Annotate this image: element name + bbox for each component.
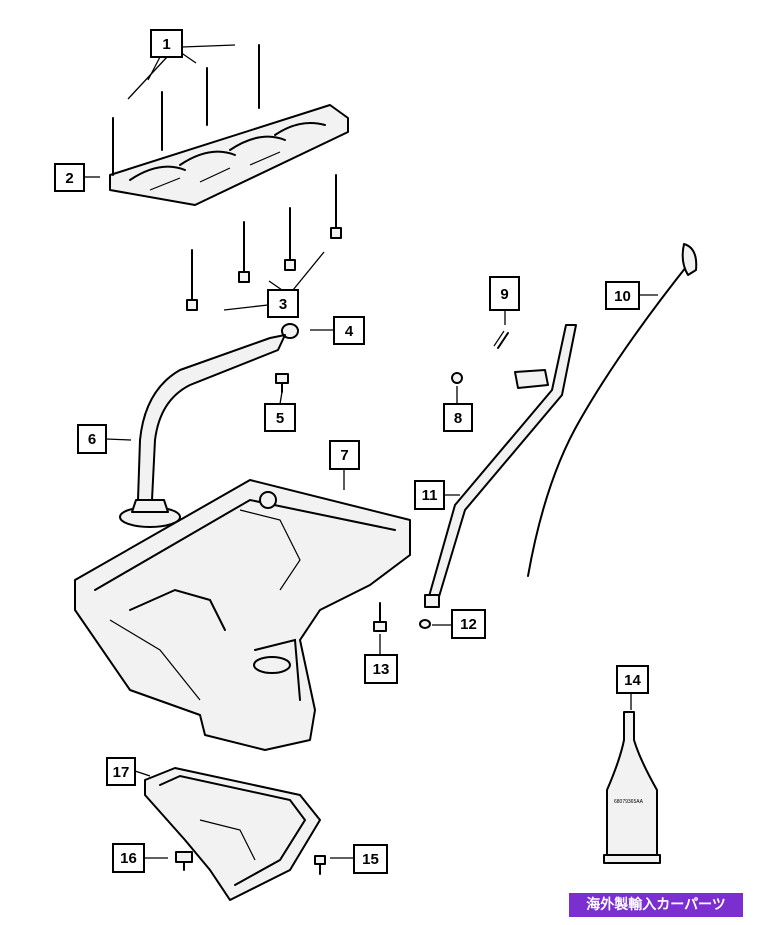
callout-2: 2 — [54, 163, 85, 192]
part-oil-pan-lower — [144, 767, 321, 901]
svg-text:6: 6 — [88, 431, 96, 448]
part-dipstick-tube — [424, 324, 577, 608]
part-dipstick — [527, 243, 698, 577]
part-bolt-5 — [275, 373, 289, 393]
part-bolt-15 — [314, 855, 326, 875]
callout-10: 10 — [605, 281, 640, 310]
callout-17: 17 — [106, 757, 136, 786]
svg-text:14: 14 — [624, 672, 641, 689]
svg-text:17: 17 — [113, 764, 130, 781]
tube-label: 68079365AA — [614, 799, 644, 805]
callout-13: 13 — [364, 654, 398, 684]
svg-text:10: 10 — [614, 288, 631, 305]
svg-text:4: 4 — [345, 323, 354, 340]
part-studs — [112, 44, 260, 176]
callout-11: 11 — [414, 480, 445, 510]
svg-text:3: 3 — [279, 296, 287, 313]
callout-6: 6 — [77, 424, 107, 454]
svg-text:11: 11 — [422, 487, 438, 504]
callout-8: 8 — [443, 403, 473, 432]
watermark-banner: 海外製輸入カーパーツ — [569, 893, 743, 917]
svg-text:15: 15 — [362, 851, 379, 868]
svg-text:8: 8 — [454, 410, 462, 427]
svg-text:2: 2 — [65, 170, 73, 187]
callout-7: 7 — [329, 440, 360, 470]
svg-text:5: 5 — [276, 410, 284, 427]
callout-3: 3 — [267, 289, 299, 318]
part-pickup-tube — [119, 334, 286, 528]
part-sealant-tube: 68079365AA — [603, 711, 661, 864]
svg-text:16: 16 — [120, 850, 137, 867]
part-stud-9 — [493, 330, 509, 349]
svg-text:7: 7 — [340, 447, 348, 464]
callout-14: 14 — [616, 665, 649, 694]
callout-16: 16 — [112, 843, 145, 873]
part-bolt-13 — [373, 602, 387, 632]
svg-text:12: 12 — [460, 616, 477, 633]
part-nut — [451, 372, 463, 384]
callout-15: 15 — [353, 844, 388, 874]
svg-text:9: 9 — [500, 286, 508, 303]
part-small-o-ring — [419, 619, 431, 629]
callout-12: 12 — [451, 609, 486, 639]
leader-lines — [84, 44, 658, 859]
svg-text:1: 1 — [162, 36, 170, 53]
part-bedplate — [109, 104, 349, 206]
svg-text:13: 13 — [373, 661, 390, 678]
part-o-ring — [281, 323, 299, 339]
part-bolts — [186, 174, 342, 311]
part-drain-plug — [175, 851, 193, 871]
callout-9: 9 — [489, 276, 520, 311]
callout-1: 1 — [150, 29, 183, 58]
callout-5: 5 — [264, 403, 296, 432]
callout-4: 4 — [333, 316, 365, 345]
part-oil-pan-upper — [74, 479, 411, 751]
